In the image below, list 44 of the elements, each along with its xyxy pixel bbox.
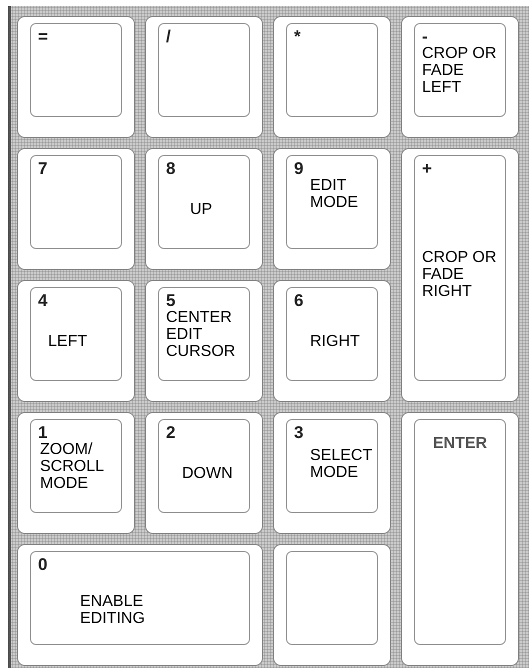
key-legend: 4	[38, 291, 48, 311]
keyboard-key	[273, 148, 391, 270]
key-function-label: SELECT MODE	[310, 447, 373, 481]
keyboard-key	[273, 412, 391, 534]
keyboard-key	[401, 412, 519, 666]
keyboard-key	[17, 544, 263, 666]
key-legend: 8	[166, 159, 176, 179]
key-legend: 1	[38, 423, 48, 443]
key-legend: 0	[38, 555, 48, 575]
key-legend: -	[422, 27, 428, 47]
keyboard-key	[273, 16, 391, 138]
keyboard-key	[17, 280, 135, 402]
keyboard-key	[17, 16, 135, 138]
key-function-label: UP	[190, 201, 214, 218]
key-legend: 5	[166, 291, 176, 311]
key-function-label: RIGHT	[310, 333, 361, 350]
key-function-label: LEFT	[48, 333, 88, 350]
key-function-label: CROP OR FADE LEFT	[422, 45, 498, 96]
key-legend: 2	[166, 423, 176, 443]
key-legend: 9	[294, 159, 304, 179]
keyboard-key	[145, 16, 263, 138]
key-function-label: ENABLE EDITING	[80, 593, 146, 627]
keyboard-key	[401, 148, 519, 402]
key-legend: /	[166, 27, 171, 47]
key-function-label: EDIT MODE	[310, 177, 359, 211]
key-legend: ENTER	[402, 435, 518, 453]
key-legend: +	[422, 159, 432, 179]
key-legend: 6	[294, 291, 304, 311]
key-function-label: CROP OR FADE RIGHT	[422, 249, 498, 300]
key-function-label: CENTER EDIT CURSOR	[166, 309, 236, 360]
keyboard-key	[145, 412, 263, 534]
keyboard-key	[145, 148, 263, 270]
key-function-label: ZOOM/ SCROLL MODE	[40, 441, 104, 492]
key-function-label: DOWN	[182, 465, 234, 482]
keyboard-key	[145, 280, 263, 402]
key-legend: *	[294, 27, 301, 47]
keyboard-key	[273, 544, 391, 666]
keyboard-key	[17, 148, 135, 270]
keyboard-key	[401, 16, 519, 138]
key-legend: =	[38, 27, 48, 47]
key-legend: 3	[294, 423, 304, 443]
key-legend: 7	[38, 159, 48, 179]
keyboard-key	[273, 280, 391, 402]
keyboard-key	[17, 412, 135, 534]
